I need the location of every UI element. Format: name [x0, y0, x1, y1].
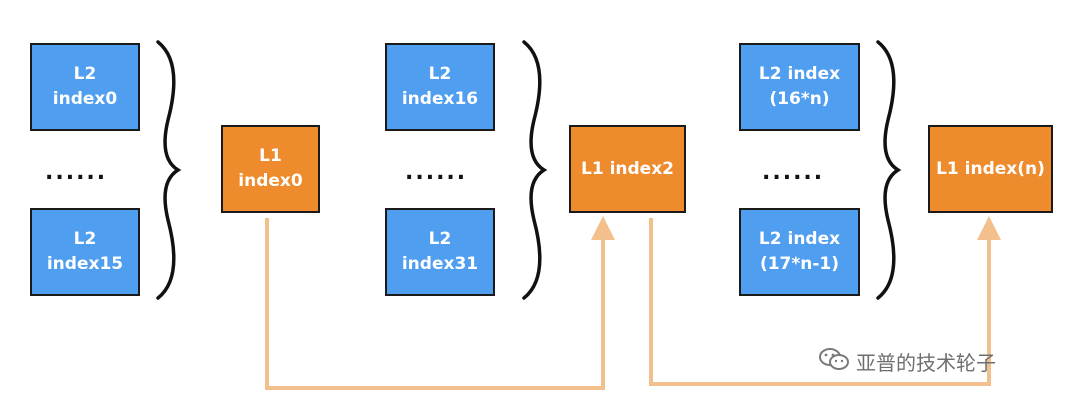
box-line: L2 index [758, 229, 841, 250]
box-line: L2 [428, 64, 452, 85]
l1-index2-box: L1 index2 [569, 125, 686, 213]
wechat-icon [818, 346, 850, 377]
l2-index-16n-box: L2 index (16*n) [739, 43, 860, 131]
box-line: index16 [401, 89, 479, 109]
pointer-arrow-1 [265, 216, 615, 390]
box-line: L2 index [758, 64, 841, 85]
ellipsis: ...... [45, 160, 108, 185]
box-line: L1 [259, 146, 282, 167]
pointer-arrow-2 [649, 216, 1001, 386]
l2-index15-box: L2 index15 [30, 208, 140, 296]
l2-index-17n-minus-1-box: L2 index (17*n-1) [739, 208, 860, 296]
box-line: L1 index2 [580, 158, 674, 179]
box-line: index0 [52, 89, 118, 109]
box-line: L1 index(n) [936, 158, 1045, 179]
box-line: index0 [238, 171, 303, 191]
l1-index-n-box: L1 index(n) [928, 125, 1053, 213]
l2-index16-box: L2 index16 [385, 43, 495, 131]
box-line: (17*n-1) [759, 254, 840, 274]
box-line: L2 [428, 229, 452, 250]
ellipsis: ...... [762, 160, 825, 185]
curly-brace-1 [156, 40, 182, 300]
watermark-text: 亚普的技术轮子 [856, 351, 996, 375]
ellipsis: ...... [405, 160, 468, 185]
box-line: L2 [73, 64, 97, 85]
curly-brace-3 [876, 40, 902, 300]
l1-index0-box: L1 index0 [221, 125, 320, 213]
box-line: (16*n) [769, 89, 830, 109]
box-line: index15 [46, 254, 124, 274]
watermark: 亚普的技术轮子 [818, 346, 996, 377]
box-line: index31 [401, 254, 479, 274]
box-line: L2 [73, 229, 97, 250]
curly-brace-2 [522, 40, 548, 300]
l2-index0-box: L2 index0 [30, 43, 140, 131]
l2-index31-box: L2 index31 [385, 208, 495, 296]
